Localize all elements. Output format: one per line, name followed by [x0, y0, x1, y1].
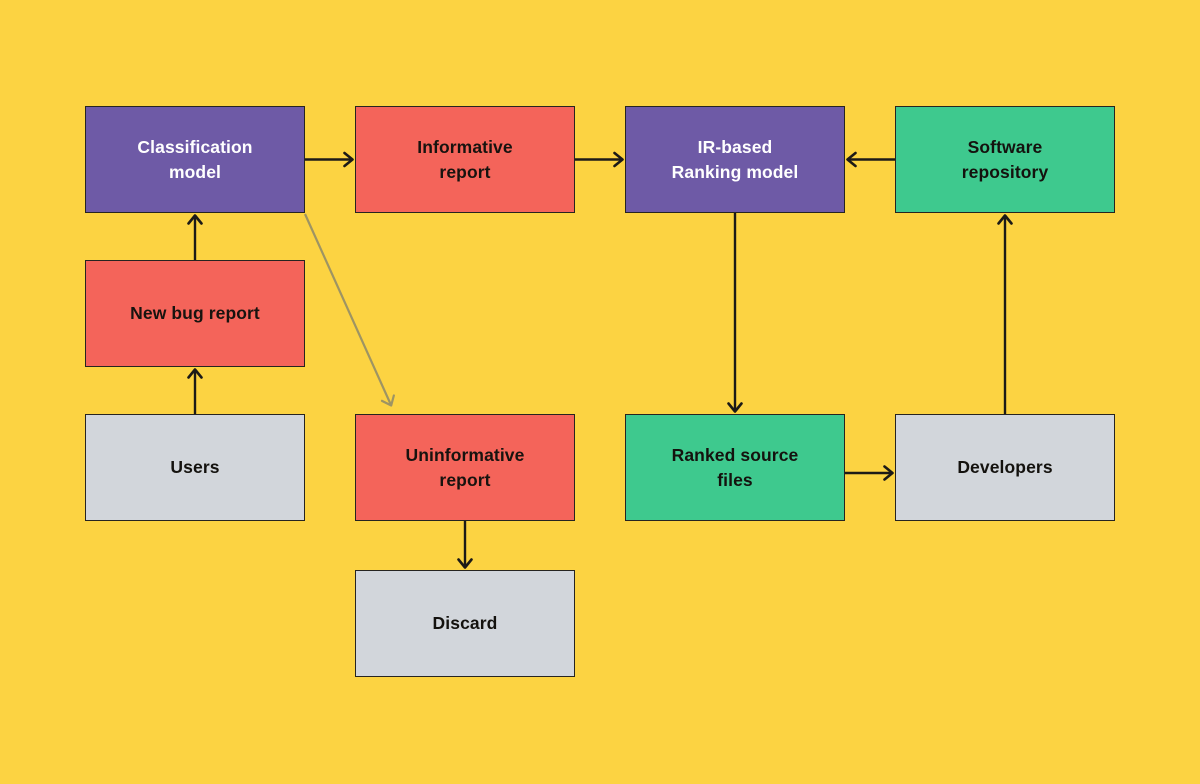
node-label: IR-based Ranking model	[671, 136, 799, 182]
node-label: Classification model	[137, 136, 253, 182]
edge-classification-to-uninformative	[303, 213, 395, 407]
node-label: Developers	[957, 457, 1053, 477]
node-label: Ranked source files	[671, 444, 799, 490]
node-label: Users	[170, 457, 220, 477]
node-developers: Developers	[895, 414, 1115, 521]
node-ranked-source-files: Ranked source files	[625, 414, 845, 521]
node-new-bug-report: New bug report	[85, 260, 305, 367]
node-label: Discard	[432, 613, 498, 633]
node-informative-report: Informative report	[355, 106, 575, 213]
node-label: Informative report	[417, 136, 513, 182]
node-label: Uninformative report	[405, 444, 525, 490]
node-uninformative-report: Uninformative report	[355, 414, 575, 521]
node-discard: Discard	[355, 570, 575, 677]
node-label: Software repository	[961, 136, 1049, 182]
node-software-repository: Software repository	[895, 106, 1115, 213]
node-classification-model: Classification model	[85, 106, 305, 213]
node-label: New bug report	[130, 303, 260, 323]
node-ir-based-ranking-model: IR-based Ranking model	[625, 106, 845, 213]
node-users: Users	[85, 414, 305, 521]
